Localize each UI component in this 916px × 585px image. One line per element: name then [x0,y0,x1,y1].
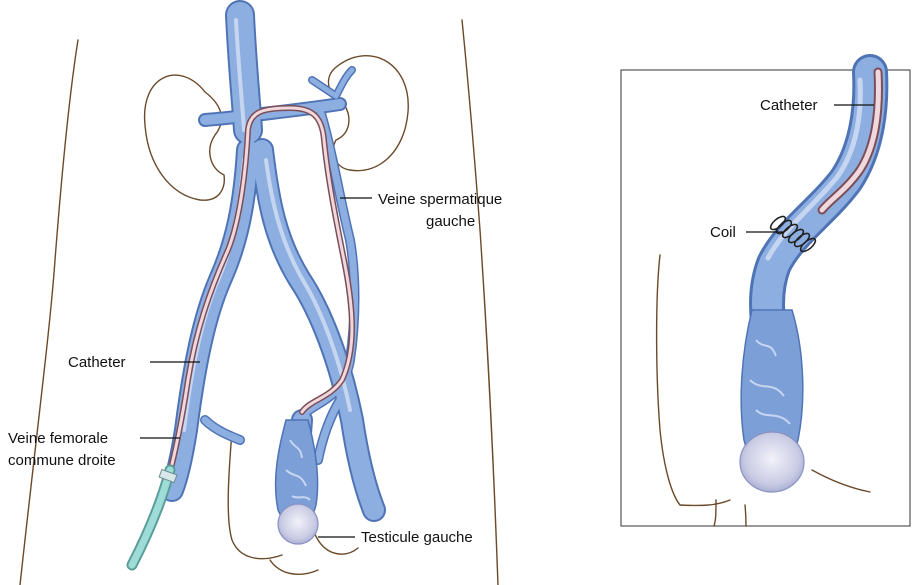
label-spermatic-vein-line2: gauche [426,213,475,230]
kidney-right-icon [145,75,225,200]
label-catheter-main-text: Catheter [68,354,126,371]
label-femoral-vein-line2: commune droite [8,452,116,469]
left-testicle-icon [276,420,318,544]
label-testicle: Testicule gauche [318,529,473,546]
label-femoral-vein-line1: Veine femorale [8,430,108,447]
kidney-left-icon [328,56,408,171]
sheath [132,470,177,565]
inset-testicle-icon [740,310,804,492]
label-catheter-main: Catheter [68,354,200,371]
label-catheter-inset-text: Catheter [760,97,818,114]
main-figure: Veine spermatique gauche Catheter Veine … [8,15,502,585]
label-femoral-vein: Veine femorale commune droite [8,430,180,469]
label-coil-text: Coil [710,224,736,241]
label-spermatic-vein-line1: Veine spermatique [378,191,502,208]
label-testicle-text: Testicule gauche [361,529,473,546]
inset-panel: Catheter Coil [621,70,910,526]
